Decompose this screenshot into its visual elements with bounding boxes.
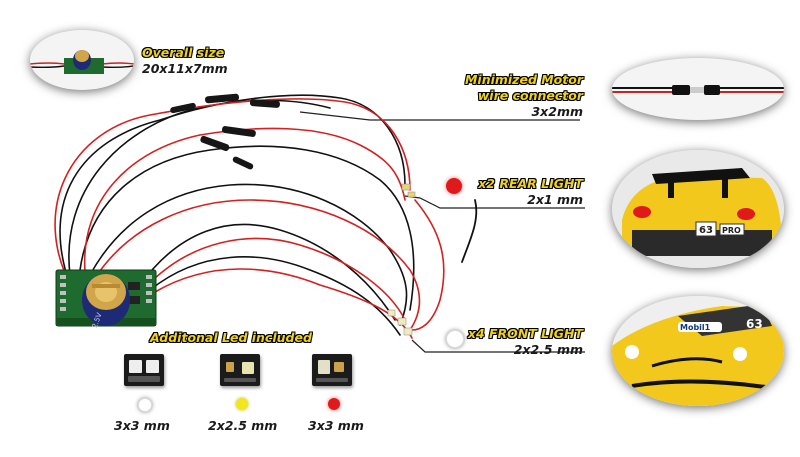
pcb-thumbnail [30,50,134,74]
led-chip-3x3-white [124,354,164,386]
wire-end-leds [387,183,416,336]
motor-title-line1: Minimized Motor [464,72,583,87]
rear-light-dot [446,178,462,194]
car-rear-bubble: 63 PRO [612,150,784,268]
motor-title-line2: wire connector [477,88,583,103]
connector-thumbnail [612,85,784,95]
car-rear-number: 63 [699,225,713,236]
led-color-dot-white [138,398,152,412]
rear-light-value: 2x1 mm [527,192,583,207]
led-color-dot-red [328,398,340,410]
motor-value: 3x2mm [531,104,583,119]
front-pointer-line [411,339,585,353]
motor-pointer-line [299,111,580,121]
additional-led-title: Additonal Led included [150,330,312,345]
overall-size-title: Overall size [142,45,225,60]
front-light-value: 2x2.5 mm [513,342,583,357]
rear-light-title: x2 REAR LIGHT [478,176,583,191]
overall-size-bubble [30,30,134,90]
led-size-1: 3x3 mm [114,418,170,433]
led-size-3: 3x3 mm [308,418,364,433]
pointer-lines [299,111,585,353]
led-chip-3x3-red [312,354,352,386]
led-size-2: 2x2.5 mm [208,418,278,433]
front-light-title: x4 FRONT LIGHT [467,326,583,341]
car-rear-badge-text: PRO [722,226,741,235]
front-light-dot [446,330,464,348]
pcb-module [55,269,157,327]
wire-connectors [170,93,280,170]
led-chip-2x25-yellow [220,354,260,386]
car-front-bubble: Mobil1 63 [612,296,784,406]
car-front-image: Mobil1 63 [612,296,784,406]
car-front-brand: Mobil1 [680,323,711,332]
led-color-dot-yellow [236,398,248,410]
motor-connector-bubble [612,58,784,120]
car-rear-image: 63 PRO [612,150,784,268]
overall-size-value: 20x11x7mm [142,61,228,76]
wires [54,94,478,339]
car-front-number: 63 [746,317,763,331]
